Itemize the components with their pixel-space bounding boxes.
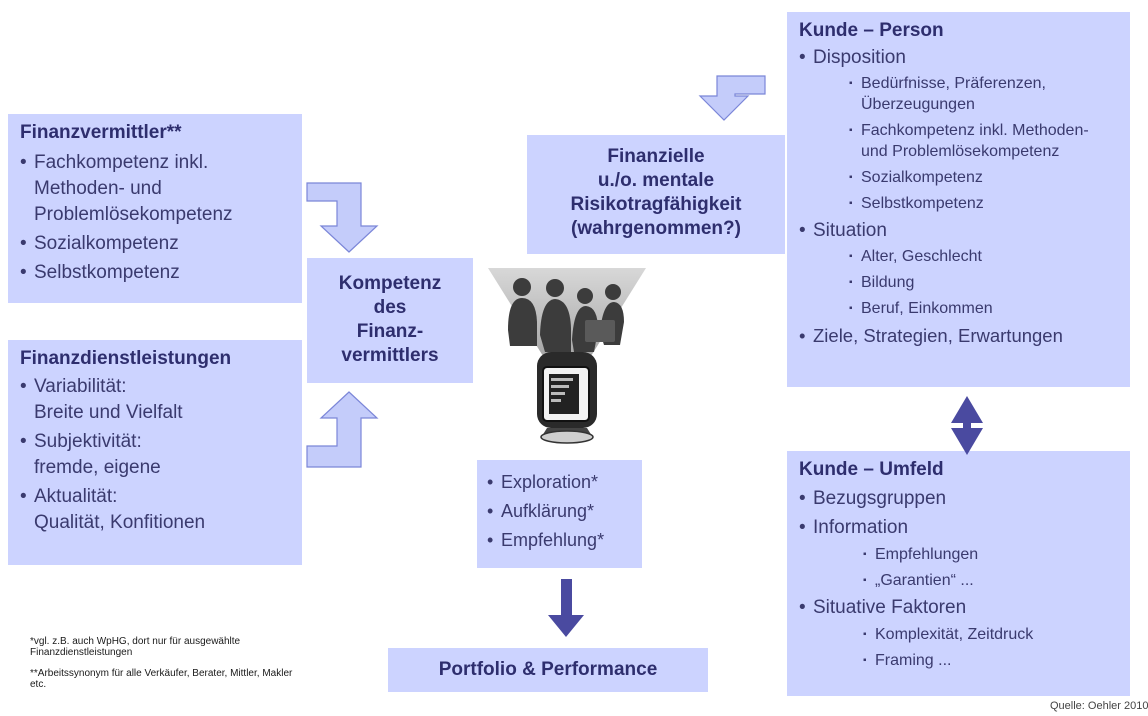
kompetenz-line: Kompetenz: [338, 273, 442, 294]
prozess-box: Exploration* Aufklärung* Empfehlung*: [477, 460, 642, 568]
faktoren-item: Framing ...: [861, 650, 1130, 671]
finanzvermittler-item: Sozialkompetenz: [20, 231, 302, 257]
arrow-down-icon: [548, 579, 584, 637]
dienstleistung-detail: fremde, eigene: [34, 457, 161, 478]
kompetenz-line: Finanz-: [356, 321, 424, 342]
source-label: Quelle: Oehler 2010: [1050, 701, 1148, 712]
kunde-umfeld-title: Kunde – Umfeld: [799, 459, 944, 480]
prozess-item: Exploration*: [487, 468, 642, 497]
kompetenz-line: des: [373, 297, 407, 318]
dienstleistung-detail: Breite und Vielfalt: [34, 402, 183, 423]
risiko-line: Risikotragfähigkeit: [570, 194, 742, 215]
kompetenz-line: vermittlers: [341, 345, 439, 366]
disposition-item: Sozialkompetenz: [847, 167, 1130, 188]
finanzvermittler-item: Fachkompetenz inkl. Methoden- und Proble…: [20, 150, 264, 228]
information-label: Information: [799, 515, 1130, 541]
disposition-label: Disposition: [799, 45, 1130, 71]
dienstleistung-label: Aktualität:: [20, 484, 302, 510]
dienstleistung-detail: Qualität, Konfitionen: [34, 512, 206, 533]
finanzdienstleistungen-title: Finanzdienstleistungen: [20, 348, 232, 369]
footnote-wphg-text: *vgl. z.B. auch WpHG, dort nur für ausge…: [30, 636, 241, 658]
kiosk-device-icon: [537, 352, 597, 444]
arrow-down-right-icon: [306, 182, 379, 253]
situation-label: Situation: [799, 218, 1130, 244]
information-item: Empfehlungen: [861, 544, 1130, 565]
situation-item: Alter, Geschlecht: [847, 246, 1130, 267]
disposition-item: Bedürfnisse, Präferenzen, Überzeugungen: [847, 73, 1101, 115]
finanzvermittler-box: Finanzvermittler** Fachkompetenz inkl. M…: [8, 114, 302, 303]
footnote-arbeitssynonym-text: **Arbeitssynonym für alle Verkäufer, Ber…: [30, 668, 293, 690]
arrow-down-left-icon: [698, 75, 766, 121]
disposition-item: Selbstkompetenz: [847, 193, 1130, 214]
dienstleistung-label: Variabilität:: [20, 374, 302, 400]
faktoren-label: Situative Faktoren: [799, 595, 1130, 621]
arrow-up-right-icon: [306, 391, 379, 468]
kompetenz-box: Kompetenz des Finanz- vermittlers: [307, 258, 473, 383]
source-text: Quelle: Oehler 2010: [1050, 700, 1148, 712]
prozess-item: Empfehlung*: [487, 526, 642, 555]
situation-item: Bildung: [847, 272, 1130, 293]
double-arrow-icon: [951, 396, 983, 455]
faktoren-item: Komplexität, Zeitdruck: [861, 624, 1130, 645]
footnote-arbeitssynonym: **Arbeitssynonym für alle Verkäufer, Ber…: [30, 668, 310, 690]
risiko-line: Finanzielle: [607, 146, 705, 167]
information-item: „Garantien“ ...: [861, 570, 1130, 591]
disposition-item: Fachkompetenz inkl. Methoden- und Proble…: [847, 120, 1111, 162]
finanzvermittler-title: Finanzvermittler**: [20, 122, 182, 143]
risiko-line: (wahrgenommen?): [571, 218, 741, 239]
ziele-label: Ziele, Strategien, Erwartungen: [799, 323, 1130, 349]
kunde-person-title: Kunde – Person: [799, 20, 944, 41]
kunde-person-box: Kunde – Person Disposition Bedürfnisse, …: [787, 12, 1130, 387]
situation-item: Beruf, Einkommen: [847, 298, 1130, 319]
dienstleistung-label: Subjektivität:: [20, 429, 302, 455]
risiko-line: u./o. mentale: [597, 170, 715, 191]
finanzvermittler-item: Selbstkompetenz: [20, 260, 302, 286]
footnote-wphg: *vgl. z.B. auch WpHG, dort nur für ausge…: [30, 636, 310, 658]
prozess-item: Aufklärung*: [487, 497, 642, 526]
portfolio-label: Portfolio & Performance: [438, 659, 658, 680]
portfolio-box: Portfolio & Performance: [388, 648, 708, 692]
finanzdienstleistungen-box: Finanzdienstleistungen Variabilität: Bre…: [8, 340, 302, 565]
risikotragfaehigkeit-box: Finanzielle u./o. mentale Risikotragfähi…: [527, 135, 785, 254]
kunde-umfeld-box: Kunde – Umfeld Bezugsgruppen Information…: [787, 451, 1130, 696]
bezugsgruppen-label: Bezugsgruppen: [799, 486, 1130, 512]
people-silhouette-icon: [508, 278, 624, 352]
